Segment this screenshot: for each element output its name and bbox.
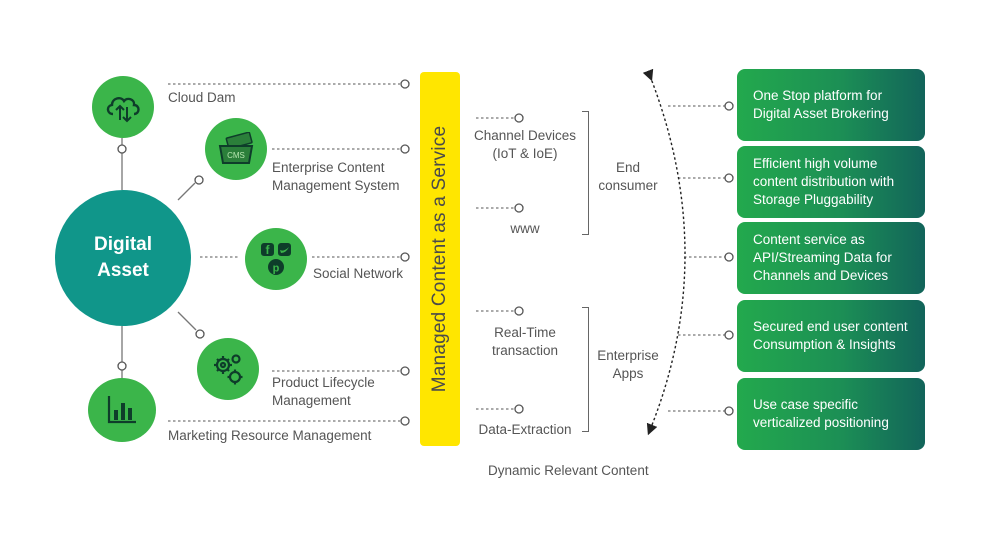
gears-icon [214, 354, 243, 385]
svg-text:f: f [266, 243, 271, 257]
channel-devices-label-line1: Channel Devices [473, 128, 577, 143]
mrm-label: Marketing Resource Management [168, 428, 372, 443]
benefit-line: content distribution with [753, 174, 895, 189]
cms-badge-text: CMS [227, 151, 245, 160]
ecms-node: CMS [205, 118, 267, 180]
benefit-card: Use case specific verticalized positioni… [737, 378, 925, 450]
ecms-label-line1: Enterprise Content [272, 160, 385, 175]
realtime-label-line2: transaction [491, 343, 559, 358]
managed-content-service-label: Managed Content as a Service [429, 125, 450, 393]
cms-cash-icon: CMS [218, 132, 254, 164]
www-label: www [510, 221, 540, 236]
benefit-line: Use case specific [753, 397, 859, 412]
benefit-line: Digital Asset Brokering [753, 106, 889, 121]
benefit-line: verticalized positioning [753, 415, 889, 430]
social-media-icon: f p [261, 243, 291, 275]
enterprise-apps-label-line1: Enterprise [597, 348, 659, 363]
channel-devices-label-line2: (IoT & IoE) [492, 146, 558, 161]
cloud-dam-label: Cloud Dam [168, 90, 236, 105]
end-consumer-label-line1: End [615, 160, 641, 175]
benefit-line: Storage Pluggability [753, 192, 874, 207]
cloud-upload-icon [106, 97, 140, 123]
social-network-node: f p [245, 228, 307, 290]
benefit-card: Content service as API/Streaming Data fo… [737, 222, 925, 294]
benefit-line: Channels and Devices [753, 268, 889, 283]
dynamic-relevant-content-label: Dynamic Relevant Content [488, 463, 649, 478]
benefit-line: One Stop platform for [753, 88, 883, 103]
svg-text:p: p [273, 263, 280, 275]
social-network-label: Social Network [313, 266, 404, 281]
benefit-line: Secured end user content [753, 319, 908, 334]
enterprise-apps-bracket [582, 307, 589, 432]
benefit-card: Secured end user content Consumption & I… [737, 300, 925, 372]
plm-node [197, 338, 259, 400]
cloud-dam-node [92, 76, 154, 138]
benefit-line: API/Streaming Data for [753, 250, 892, 265]
enterprise-apps-label-line2: Apps [612, 366, 644, 381]
mrm-node [88, 378, 156, 442]
benefit-line: Content service as [753, 232, 865, 247]
benefit-line: Efficient high volume [753, 156, 878, 171]
managed-content-service-bar [420, 72, 460, 446]
ecms-label-line2: Management System [272, 178, 400, 193]
digital-asset-hub: Digital Asset [55, 190, 191, 326]
hub-label-line2: Asset [97, 260, 149, 281]
realtime-label-line1: Real-Time [494, 325, 556, 340]
benefit-card: One Stop platform for Digital Asset Brok… [737, 69, 925, 141]
benefit-line: Consumption & Insights [753, 337, 896, 352]
end-consumer-bracket [582, 111, 589, 235]
benefit-card: Efficient high volume content distributi… [737, 146, 925, 218]
plm-label-line2: Management [272, 393, 351, 408]
hub-label-line1: Digital [93, 234, 153, 255]
end-consumer-label-line2: consumer [598, 178, 658, 193]
dynamic-content-arc [642, 68, 686, 436]
plm-label-line1: Product Lifecycle [272, 375, 375, 390]
bar-chart-icon [107, 396, 136, 424]
data-extraction-label: Data-Extraction [478, 422, 572, 437]
